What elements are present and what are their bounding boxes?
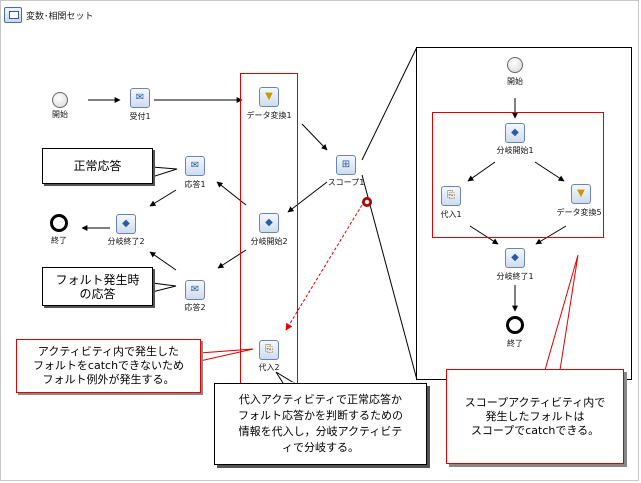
scope-start-node[interactable] [507, 57, 523, 73]
reply1-label: 応答1 [184, 180, 206, 189]
funnel-transform-icon[interactable]: ▼ [571, 184, 591, 204]
normal-reply-text: 正常応答 [73, 159, 122, 173]
activity-fault-line3: フォルト例外が発生する。 [42, 373, 175, 386]
fork-diamond-icon[interactable]: ◆ [259, 213, 279, 233]
edge-fork2-reply1 [216, 181, 247, 206]
assign-line2: フォルト応答かを判断するための [238, 409, 403, 422]
assign-line3: 情報を代入し，分岐アクティビテ [238, 425, 403, 438]
start-label: 開始 [52, 110, 68, 119]
fork2-label: 分岐開始2 [250, 237, 288, 246]
fault-reply-callout: フォルト発生時 の応答 [42, 267, 153, 306]
assign-icon[interactable]: ⎘ [259, 340, 279, 360]
receive1-label: 受付1 [129, 112, 151, 121]
activity-fault-line2: フォルトをcatchできないため [32, 359, 185, 372]
edge-fork1-transform5 [534, 161, 565, 182]
fault-propagation-arrow [285, 204, 363, 331]
envelope-receive-icon[interactable]: ✉ [130, 88, 150, 108]
fault-reply-line1: フォルト発生時 [55, 273, 140, 287]
edge-fork2-reply2 [217, 249, 247, 269]
assign-line1: 代入アクティビティで正常応答か [238, 393, 403, 406]
envelope-window-icon [4, 7, 22, 23]
scope-fork-highlight [432, 112, 604, 238]
join-diamond-icon[interactable]: ◆ [505, 248, 525, 268]
fork1-label: 分岐開始1 [496, 146, 534, 155]
assign-line4: ィで分岐する。 [282, 441, 359, 454]
normal-reply-pointer [151, 166, 178, 178]
join1-label: 分岐終了1 [496, 272, 534, 281]
reply2-label: 応答2 [184, 303, 206, 312]
assign2-label: 代入2 [258, 363, 280, 372]
join2-label: 分岐終了2 [107, 237, 145, 246]
scope-line2: 発生したフォルトは [485, 410, 585, 423]
end-node[interactable] [50, 214, 68, 232]
funnel-transform-icon[interactable]: ▼ [259, 87, 279, 107]
fault-reply-pointer [151, 282, 177, 293]
scope1-label: スコープ1 [327, 178, 365, 187]
assign-icon[interactable]: ⎘ [441, 186, 461, 206]
title-bar: 変数･相関セット [4, 4, 94, 26]
transform5-label: データ変換5 [556, 208, 602, 217]
start-node[interactable] [52, 92, 68, 108]
zoom-line-bottom [361, 174, 418, 381]
edge-transform1-scope1 [301, 123, 328, 151]
fault-reply-line2: の応答 [79, 287, 116, 301]
scope-icon[interactable]: ⊞ [336, 155, 356, 175]
assign1-label: 代入1 [440, 210, 462, 219]
scope-end-node[interactable] [506, 316, 524, 334]
normal-reply-callout: 正常応答 [42, 148, 153, 184]
activity-fault-callout: アクティビティ内で発生した フォルトをcatchできないため フォルト例外が発生… [16, 339, 201, 393]
edge-assign1-join1 [469, 225, 499, 245]
zoom-line-top [361, 46, 418, 161]
scope-start-label: 開始 [507, 77, 523, 86]
window-title: 変数･相関セット [26, 11, 94, 22]
assign-branch-callout: 代入アクティビティで正常応答か フォルト応答かを判断するための 情報を代入し，分… [214, 383, 427, 465]
transform1-label: データ変換1 [246, 111, 292, 120]
join-diamond-icon[interactable]: ◆ [116, 214, 136, 234]
end-label: 終了 [51, 236, 67, 245]
edge-reply2-join2 [149, 251, 177, 271]
edge-fork1-assign1 [467, 161, 496, 182]
edge-reply1-join2 [149, 189, 177, 207]
activity-fault-line1: アクティビティ内で発生した [37, 345, 180, 358]
edge-scope1-fork2 [287, 181, 328, 213]
edge-transform5-join1 [535, 225, 567, 245]
envelope-reply-icon[interactable]: ✉ [185, 156, 205, 176]
envelope-reply-icon[interactable]: ✉ [185, 280, 205, 300]
scope-end-label: 終了 [507, 339, 523, 348]
scope-line3: スコープでcatchできる。 [470, 424, 600, 437]
fork-diamond-icon[interactable]: ◆ [505, 123, 525, 143]
scope-line1: スコープアクティビティ内で [464, 396, 606, 409]
fault-marker-icon[interactable] [362, 197, 372, 207]
scope-catch-callout: スコープアクティビティ内で 発生したフォルトは スコープでcatchできる。 [446, 369, 624, 464]
